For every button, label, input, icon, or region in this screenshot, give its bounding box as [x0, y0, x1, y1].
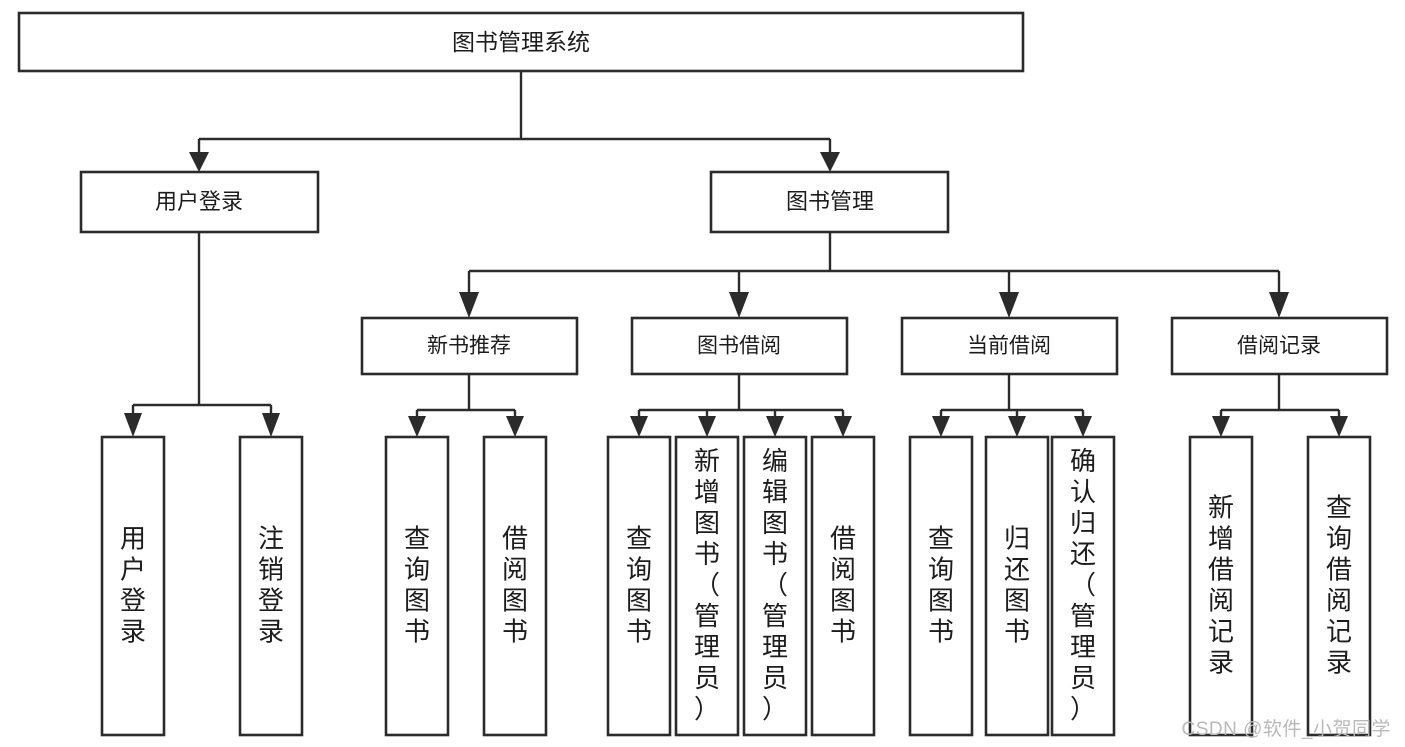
leaf-edit-book-admin-label: 编辑图书（管理员）: [762, 446, 788, 724]
leaf-query-book-current-box[interactable]: [908, 435, 974, 737]
leaf-confirm-return-admin-box[interactable]: [1050, 435, 1116, 737]
arrowhead-current-borrow: [999, 292, 1019, 318]
node-book-management-label: 图书管理: [786, 189, 874, 214]
leaf-user-login-label: 用户登录: [120, 523, 146, 646]
node-book-borrow-box[interactable]: [630, 316, 849, 376]
connector-currentborrow-bus: [939, 374, 1085, 420]
leaf-query-book-new-label: 查询图书: [404, 523, 430, 646]
leaf-node-query-book-new[interactable]: 查询图书: [384, 435, 450, 737]
node-current-borrow-label: 当前借阅: [967, 335, 1051, 358]
leaf-query-book-current-label: 查询图书: [928, 523, 954, 646]
node-borrow-record-box[interactable]: [1170, 316, 1389, 376]
leaf-return-book-box[interactable]: [984, 435, 1050, 737]
arrowhead-user-login: [189, 152, 209, 172]
leaf-node-query-book-current[interactable]: 查询图书: [908, 435, 974, 737]
leaf-borrow-book-box[interactable]: [810, 435, 876, 737]
arrowhead-leaf-edit-book-admin: [766, 416, 784, 437]
node-book-borrow-label: 图书借阅: [697, 335, 781, 358]
node-book-management-box[interactable]: [709, 170, 950, 234]
leaf-node-add-borrow-record[interactable]: 新增借阅记录: [1188, 435, 1254, 737]
leaf-node-borrow-book-new[interactable]: 借阅图书: [482, 435, 548, 737]
arrowhead-book-borrow: [729, 292, 749, 318]
node-user-login-box[interactable]: [79, 170, 320, 234]
connector-bookmgmt-bus: [467, 232, 1281, 296]
leaf-query-borrow-record-label: 查询借阅记录: [1326, 492, 1352, 677]
arrowhead-leaf-logout: [262, 413, 280, 437]
arrowhead-leaf-add-book-admin: [698, 416, 716, 437]
leaf-borrow-book-new-box[interactable]: [482, 435, 548, 737]
leaf-node-return-book[interactable]: 归还图书: [984, 435, 1050, 737]
node-root-label: 图书管理系统: [452, 29, 590, 55]
leaf-query-book-borrow-label: 查询图书: [626, 523, 652, 646]
leaf-node-add-book-admin[interactable]: 新增图书（管理员）: [674, 435, 740, 737]
leaf-query-book-new-box[interactable]: [384, 435, 450, 737]
node-current-borrow[interactable]: 当前借阅: [900, 316, 1119, 376]
leaf-add-borrow-record-label: 新增借阅记录: [1208, 492, 1234, 677]
leaf-confirm-return-admin-label: 确认归还（管理员）: [1070, 446, 1096, 724]
connector-layer: [124, 71, 1348, 437]
node-book-management[interactable]: 图书管理: [709, 170, 950, 234]
leaf-query-book-borrow-box[interactable]: [606, 435, 672, 737]
node-book-borrow[interactable]: 图书借阅: [630, 316, 849, 376]
leaf-node-edit-book-admin[interactable]: 编辑图书（管理员）: [742, 435, 808, 737]
arrowhead-leaf-query-book-current: [932, 416, 950, 437]
arrowhead-leaf-query-borrow-record: [1330, 416, 1348, 437]
leaf-edit-book-admin-box[interactable]: [742, 435, 808, 737]
connector-root-bus: [197, 71, 832, 158]
arrowhead-leaf-add-borrow-record: [1212, 416, 1230, 437]
leaf-node-query-borrow-record[interactable]: 查询借阅记录: [1306, 435, 1372, 737]
leaf-logout-box[interactable]: [238, 435, 304, 737]
leaf-user-login-box[interactable]: [100, 435, 166, 737]
arrowhead-leaf-confirm-return-admin: [1074, 416, 1092, 437]
arrowhead-leaf-user-login: [124, 413, 142, 437]
leaf-node-borrow-book[interactable]: 借阅图书: [810, 435, 876, 737]
connector-bookborrow-bus: [637, 374, 845, 420]
node-current-borrow-box[interactable]: [900, 316, 1119, 376]
leaf-add-borrow-record-box[interactable]: [1188, 435, 1254, 737]
arrowhead-leaf-query-book-borrow: [630, 416, 648, 437]
connector-userlogin-bus: [131, 232, 273, 418]
node-root-box[interactable]: [17, 11, 1025, 73]
arrowhead-leaf-borrow-book: [834, 416, 852, 437]
leaf-node-query-book-borrow[interactable]: 查询图书: [606, 435, 672, 737]
leaf-borrow-book-label: 借阅图书: [830, 523, 856, 646]
leaf-query-borrow-record-box[interactable]: [1306, 435, 1372, 737]
arrowhead-leaf-query-book-new: [408, 416, 426, 437]
arrowhead-leaf-borrow-book-new: [506, 416, 524, 437]
node-new-book-recommend[interactable]: 新书推荐: [360, 316, 579, 376]
node-root[interactable]: 图书管理系统: [17, 11, 1025, 73]
arrowhead-new-book-recommend: [459, 292, 479, 318]
arrowhead-borrow-record: [1269, 292, 1289, 318]
arrowhead-book-management: [820, 152, 840, 172]
leaf-node-user-login[interactable]: 用户登录: [100, 435, 166, 737]
leaf-borrow-book-new-label: 借阅图书: [502, 523, 528, 646]
node-borrow-record-label: 借阅记录: [1237, 335, 1321, 358]
node-new-book-recommend-label: 新书推荐: [427, 335, 511, 358]
node-user-login-label: 用户登录: [155, 189, 243, 214]
node-borrow-record[interactable]: 借阅记录: [1170, 316, 1389, 376]
arrowhead-leaf-return-book: [1008, 416, 1026, 437]
connector-newbook-bus: [415, 374, 517, 420]
connector-borrowrecord-bus: [1219, 374, 1341, 420]
leaf-node-confirm-return-admin[interactable]: 确认归还（管理员）: [1050, 435, 1116, 737]
leaf-add-book-admin-box[interactable]: [674, 435, 740, 737]
node-new-book-recommend-box[interactable]: [360, 316, 579, 376]
leaf-return-book-label: 归还图书: [1004, 523, 1030, 646]
leaf-node-logout[interactable]: 注销登录: [238, 435, 304, 737]
leaf-logout-label: 注销登录: [258, 523, 284, 646]
node-user-login[interactable]: 用户登录: [79, 170, 320, 234]
leaf-add-book-admin-label: 新增图书（管理员）: [694, 446, 720, 724]
